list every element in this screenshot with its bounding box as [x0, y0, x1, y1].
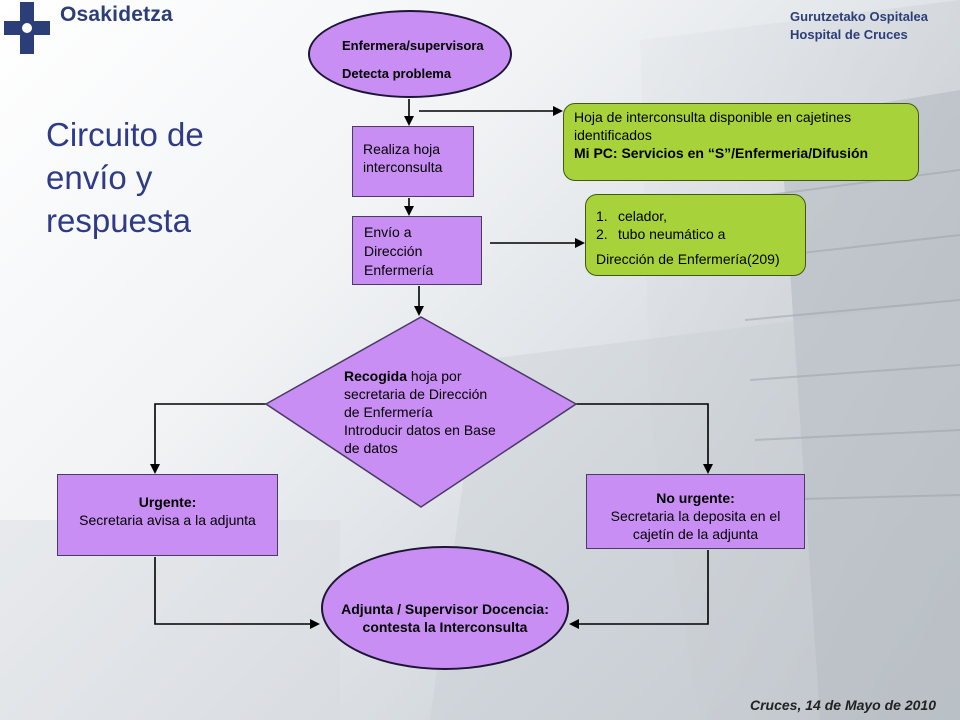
- note-envio-item-2-text: tubo neumático a: [618, 226, 726, 242]
- note-envio-item-2: 2. tubo neumático a: [596, 225, 805, 243]
- node-adjunta-line1: Adjunta / Supervisor Docencia:: [341, 601, 549, 617]
- note-hoja-disponible: Hoja de interconsulta disponible en caje…: [563, 103, 919, 181]
- node-envio-line3: Enfermería: [364, 262, 434, 278]
- note-hoja-line2: identificados: [574, 127, 652, 143]
- hospital-name-spanish: Hospital de Cruces: [790, 27, 908, 42]
- node-hoja-line2: interconsulta: [363, 159, 443, 175]
- node-urgente: Urgente: Secretaria avisa a la adjunta: [57, 474, 278, 556]
- note-envio-last: Dirección de Enfermería(209): [596, 251, 780, 267]
- decision-diamond-recogida: [264, 316, 578, 508]
- osakidetza-logo-icon: [4, 2, 50, 54]
- node-recogida-text: Recogida hoja por secretaria de Direcció…: [344, 367, 544, 457]
- note-envio-item-1-num: 1.: [596, 208, 608, 224]
- arrow-recogida-to-urgente: [150, 403, 266, 474]
- node-envio-line1: Envío a: [364, 224, 412, 240]
- note-envio-item-2-num: 2.: [596, 226, 608, 242]
- node-urgente-title: Urgente:: [138, 494, 197, 510]
- node-adjunta-supervisor: Adjunta / Supervisor Docencia: contesta …: [321, 546, 569, 670]
- footer-date: Cruces, 14 de Mayo de 2010: [750, 697, 936, 713]
- node-envio-line2: Dirección: [364, 243, 423, 259]
- page-title: Circuito de envío y respuesta: [46, 116, 204, 239]
- node-recogida-line3: de Enfermería: [344, 404, 433, 420]
- node-start-line1: Enfermera/supervisora: [342, 38, 484, 53]
- node-start-line2: Detecta problema: [342, 66, 452, 81]
- node-recogida-line2: secretaria de Dirección: [344, 386, 488, 402]
- node-no-urgente: No urgente: Secretaria la deposita en el…: [586, 474, 805, 549]
- arrow-nourgente-to-adjunta: [569, 550, 709, 629]
- node-recogida-line1-rest: hoja por: [407, 368, 462, 384]
- note-envio-item-1-text: celador,: [618, 208, 668, 224]
- hospital-name: Gurutzetako Ospitalea Hospital de Cruces: [790, 8, 928, 44]
- node-realiza-hoja: Realiza hoja interconsulta: [352, 126, 474, 197]
- node-recogida-line5: de datos: [344, 440, 398, 456]
- node-recogida-line4: Introducir datos en Base: [344, 422, 496, 438]
- hospital-name-basque: Gurutzetako Ospitalea: [790, 9, 928, 24]
- node-envio-direccion: Envío a Dirección Enfermería: [352, 216, 482, 285]
- arrow-recogida-to-nourgente: [576, 403, 713, 474]
- note-hoja-line3: Mi PC: Servicios en “S”/Enfermeria/Difus…: [574, 145, 869, 161]
- note-hoja-line1: Hoja de interconsulta disponible en caje…: [574, 109, 852, 125]
- node-start-enfermera: Enfermera/supervisora Detecta problema: [308, 10, 512, 98]
- node-adjunta-line2: contesta la Interconsulta: [362, 619, 528, 635]
- node-urgente-text: Secretaria avisa a la adjunta: [79, 512, 256, 528]
- note-envio-metodos: 1. celador, 2. tubo neumático a Dirección …: [585, 194, 806, 276]
- arrow-urgente-to-adjunta: [154, 557, 320, 629]
- brand-name: Osakidetza: [60, 3, 173, 26]
- note-envio-item-1: 1. celador,: [596, 207, 805, 225]
- node-recogida-bold: Recogida: [344, 368, 408, 384]
- node-no-urgente-line2: cajetín de la adjunta: [632, 526, 759, 542]
- node-no-urgente-line1: Secretaria la deposita en el: [610, 508, 781, 524]
- node-no-urgente-title: No urgente:: [656, 490, 735, 506]
- node-recogida-line1: Recogida hoja por: [344, 367, 544, 385]
- node-hoja-line1: Realiza hoja: [363, 141, 441, 157]
